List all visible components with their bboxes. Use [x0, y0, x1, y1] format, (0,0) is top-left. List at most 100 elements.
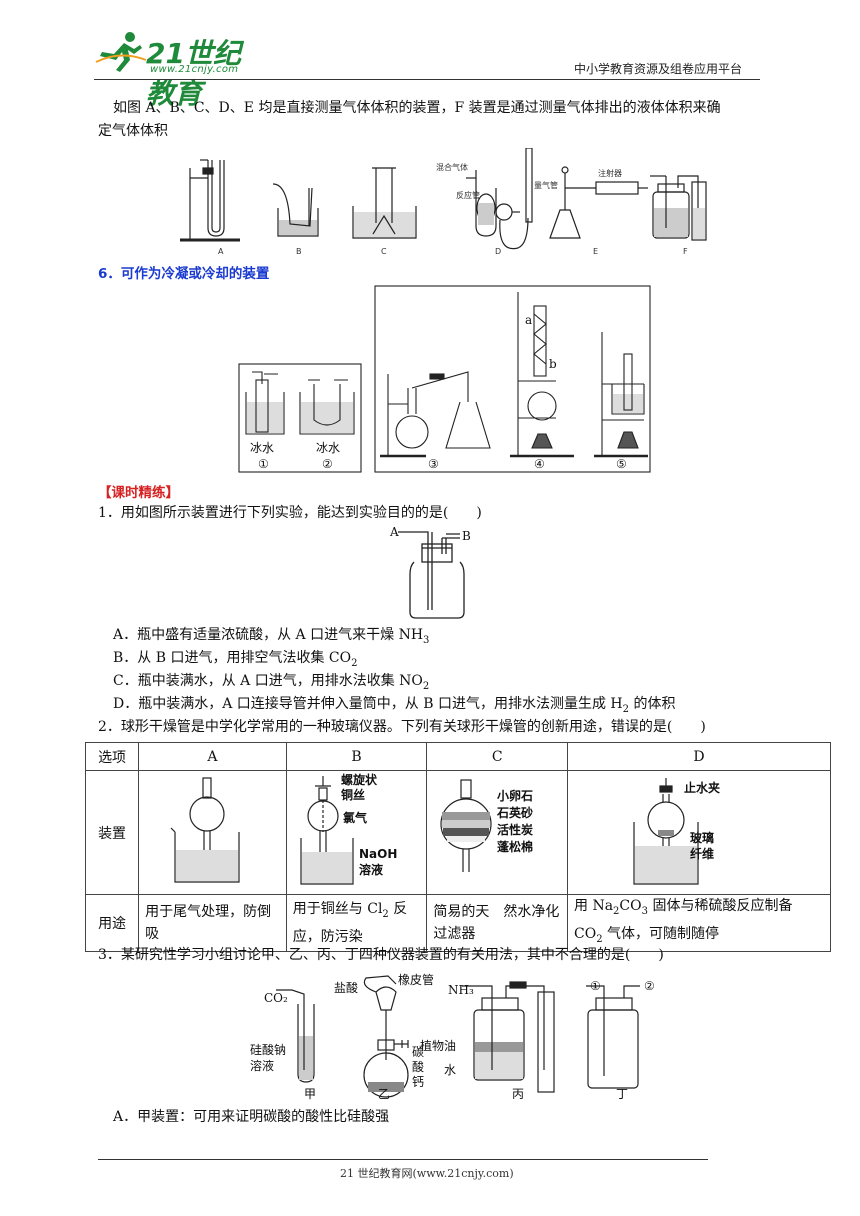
fig1-d-buret: 量气管 [534, 180, 558, 190]
intro-line-2: 定气体体积 [98, 123, 168, 139]
q1-option-b: B．从 B 口进气，用排空气法收集 CO2 [113, 647, 358, 675]
q2-device-row: 装置 [84, 770, 831, 895]
q2-use-d-sub1: 2 [613, 905, 620, 917]
apparatus-a [180, 159, 240, 242]
q2-use-d-mid: 固体与稀硫酸反应制备 CO [574, 898, 793, 942]
q2-use-c: 简易的天 然水净化过滤器 [426, 894, 568, 952]
q2-b-label-5: 溶液 [359, 862, 383, 877]
q2-use-row: 用途 用于尾气处理，防倒吸 用于铜丝与 Cl2 反应，防污染 简易的天 然水净化… [84, 894, 831, 952]
q1-option-d: D．瓶中装满水，A 口连接导管并伸入量筒中，从 B 口进气，用排水法测量生成 H… [113, 693, 675, 721]
q3-port-2: ② [644, 979, 655, 993]
q1-option-d-text: D．瓶中装满水，A 口连接导管并伸入量筒中，从 B 口进气，用排水法测量生成 H [113, 696, 623, 712]
header-logo: 21世纪教育 www.21cnjy.com [94, 28, 264, 110]
q3-rubber-tube: 橡皮管 [398, 972, 434, 987]
q3-hcl: 盐酸 [334, 980, 358, 995]
q2-b-label-3: 氯气 [343, 810, 367, 825]
q2-header-row: 选项 A B C D [84, 742, 831, 771]
fig2-num-3: ③ [428, 457, 439, 471]
q1-fig-a: A [389, 525, 399, 539]
q2-d-label-3: 纤维 [690, 846, 714, 861]
q2-device-a [138, 770, 287, 895]
q2-fig-b: 螺旋状 铜丝 氯气 NaOH 溶液 [300, 772, 397, 885]
apparatus-c [352, 167, 417, 239]
q2-c-label-3: 活性炭 [497, 822, 533, 837]
q3-water: 水 [444, 1063, 456, 1077]
q2-use-d-text: 用 Na [574, 898, 614, 914]
q2-header-d: D [567, 742, 831, 771]
q3-sodium-silicate-1: 硅酸钠 [250, 1042, 286, 1057]
q2-header-a: A [138, 742, 287, 771]
q1-option-b-text: B．从 B 口进气，用排空气法收集 CO [113, 650, 352, 666]
fig1-label-a: A [218, 247, 224, 256]
q2-device-d: 止水夹 玻璃 纤维 [567, 770, 831, 895]
q2-d-label-1: 止水夹 [684, 780, 720, 795]
q3-nh3: NH₃ [448, 983, 474, 997]
fig2-label-b: b [549, 357, 557, 371]
platform-name: 中小学教育资源及组卷应用平台 [574, 62, 743, 76]
q3-port-1: ① [590, 979, 601, 993]
gas-volume-figure: A B C D E F 混合气体 反应管 量气管 注射器 [180, 148, 707, 256]
q2-header-c: C [426, 742, 568, 771]
q2-use-d-tail: 气体，可随制随停 [602, 925, 720, 942]
q2-use-b: 用于铜丝与 Cl2 反应，防污染 [285, 894, 428, 952]
q1-option-a-text: A．瓶中盛有适量浓硫酸，从 A 口进气来干燥 NH [113, 627, 424, 643]
q3-caco3-3: 钙 [412, 1075, 424, 1089]
q2-fig-c: 小卵石 石英砂 活性炭 蓬松棉 [440, 778, 533, 872]
section-6-title: 6．可作为冷凝或冷却的装置 [98, 266, 270, 282]
q2-use-d-sub2: 3 [641, 905, 648, 917]
q2-use-b-text: 用于铜丝与 Cl [292, 900, 383, 917]
q2-device-c: 小卵石 石英砂 活性炭 蓬松棉 [426, 770, 568, 895]
q3-stem: 3．某研究性学习小组讨论甲、乙、丙、丁四种仪器装置的有关用法，其中不合理的是( … [98, 947, 664, 963]
fig1-label-e: E [593, 247, 598, 256]
q3-name-jia: 甲 [304, 1087, 316, 1101]
fig1-d-mix: 混合气体 [436, 162, 468, 172]
q1-option-d-tail: 的体积 [629, 696, 676, 712]
fig1-label-d: D [495, 247, 501, 256]
footer-text: 21 世纪教育网(www.21cnjy.com) [340, 1167, 514, 1180]
practice-title: 【课时精练】 [98, 485, 179, 501]
q1-option-c-text: C．瓶中装满水，从 A 口进气，用排水法收集 NO [113, 673, 423, 689]
q3-caco3-2: 酸 [412, 1059, 424, 1074]
q2-c-label-4: 蓬松棉 [497, 839, 533, 854]
apparatus-e [549, 166, 648, 239]
q3-name-ding: 丁 [616, 1087, 628, 1101]
q2-use-b-sub: 2 [382, 908, 389, 920]
q2-c-label-2: 石英砂 [496, 805, 533, 820]
q3-sodium-silicate-2: 溶液 [250, 1058, 274, 1073]
q2-d-label-2: 玻璃 [690, 830, 714, 845]
apparatus-f [650, 175, 707, 241]
q2-use-label: 用途 [84, 894, 140, 952]
fig1-label-b: B [296, 247, 302, 256]
q3-figure: CO₂ 硅酸钠 溶液 盐酸 橡皮管 碳 酸 钙 NH₃ 植物油 水 甲 乙 丙 … [250, 972, 655, 1101]
q2-b-label-4: NaOH [359, 847, 397, 861]
apparatus-d [466, 148, 533, 250]
q2-b-label-2: 铜丝 [341, 787, 365, 802]
box-left [238, 363, 362, 473]
apparatus-b [272, 183, 319, 237]
q2-device-label: 装置 [84, 770, 140, 895]
q2-table: 选项 A B C D 装置 [84, 742, 831, 952]
q2-use-d-sub3: 2 [596, 933, 603, 945]
q2-use-d: 用 Na2CO3 固体与稀硫酸反应制备 CO2 气体，可随制随停 [567, 894, 831, 952]
q2-c-label-1: 小卵石 [497, 788, 533, 803]
fig2-num-5: ⑤ [616, 457, 627, 471]
q1-bottle-figure: A B [389, 525, 471, 619]
q3-caco3-1: 碳 [412, 1045, 424, 1059]
q1-option-d-sub: 2 [622, 703, 630, 715]
cooling-figure: 冰水 冰水 ① ② ③ ④ ⑤ a b [238, 285, 651, 473]
q1-fig-b: B [462, 529, 471, 543]
q2-b-label-1: 螺旋状 [341, 772, 378, 787]
q3-option-a: A．甲装置：可用来证明碳酸的酸性比硅酸强 [113, 1109, 390, 1125]
fig2-num-2: ② [322, 457, 333, 471]
logo-text: 21世纪教育 [146, 37, 241, 110]
q2-use-a: 用于尾气处理，防倒吸 [138, 894, 287, 952]
fig2-label-a: a [525, 313, 532, 327]
q2-stem: 2．球形干燥管是中学化学常用的一种玻璃仪器。下列有关球形干燥管的创新用途，错误的… [98, 719, 706, 735]
box-right [374, 285, 651, 473]
q1-stem: 1．用如图所示装置进行下列实验，能达到实验目的的是( ) [98, 505, 482, 521]
ice-water-label-2: 冰水 [316, 441, 340, 455]
q2-fig-d: 止水夹 玻璃 纤维 [633, 777, 720, 885]
q2-use-b-tail: 反应，防污染 [292, 900, 408, 945]
fig2-num-4: ④ [534, 457, 545, 471]
q1-option-a-sub: 3 [423, 634, 430, 646]
